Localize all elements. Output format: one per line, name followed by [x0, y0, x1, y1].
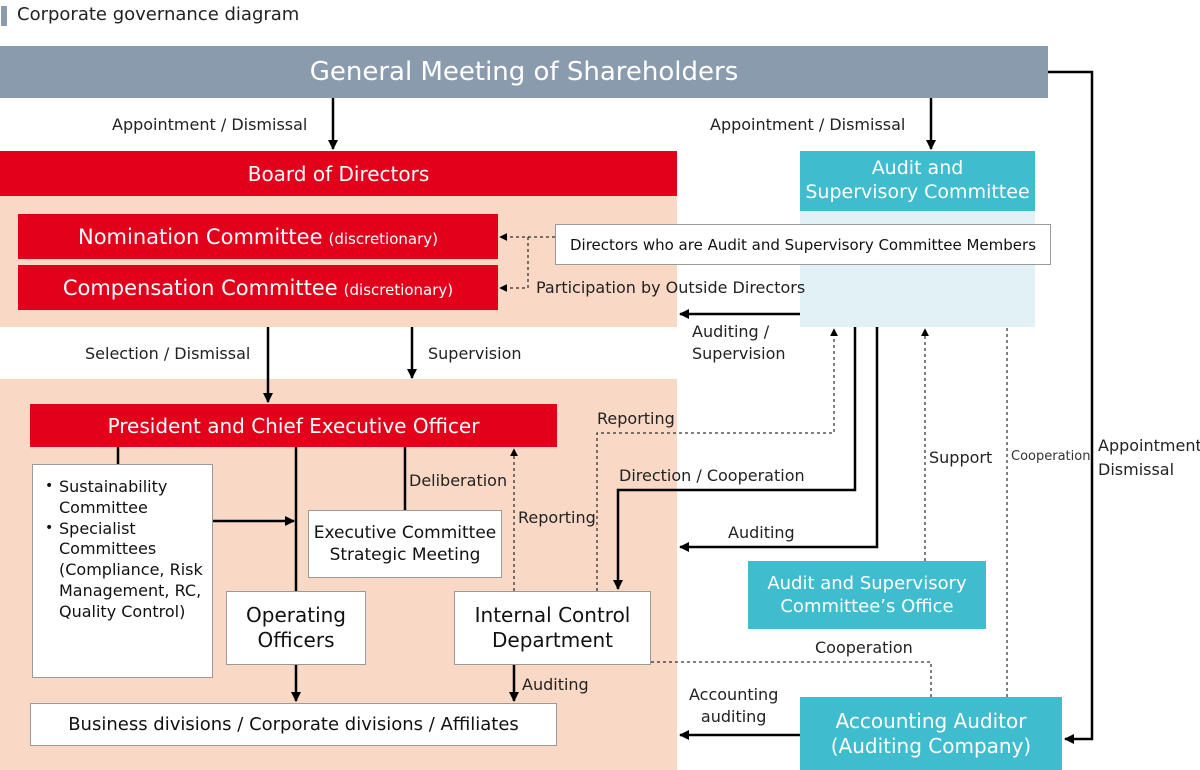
operating-officers-box: Operating Officers [226, 591, 366, 665]
executive-committee-line-2: Strategic Meeting [329, 545, 481, 565]
dashed-directors-to-compensation [499, 237, 529, 292]
executive-committee-line-1: Executive Committee [313, 522, 497, 543]
label-accounting-auditing-line-2: auditing [700, 706, 767, 726]
operating-officers-line-2: Officers [257, 628, 335, 652]
title-marker [1, 6, 7, 26]
label-auditing-bottom: Auditing [522, 675, 589, 694]
label-support: Support [929, 448, 993, 467]
label-auditing-supervision: Auditing / Supervision [692, 321, 786, 364]
label-appointment-mid: Appointment / Dismissal [710, 115, 906, 134]
label-direction: Direction / Cooperation [619, 466, 805, 485]
compensation-committee-box: Compensation Committee (discretionary) [18, 265, 498, 310]
internal-control-box: Internal Control Department [454, 591, 651, 665]
arrow-audit-direction-to-internal [613, 327, 857, 590]
audit-committee-line-1: Audit and [871, 157, 964, 180]
label-reporting-top: Reporting [597, 409, 675, 428]
audit-supervisory-committee-box: Audit and Supervisory Committee [800, 151, 1035, 211]
board-of-directors-box: Board of Directors [0, 151, 677, 196]
internal-control-line-1: Internal Control [474, 603, 631, 627]
executive-committee-box: Executive Committee Strategic Meeting [308, 510, 502, 578]
committees-list-item: Specialist Committees (Compliance, Risk … [43, 519, 204, 623]
label-cooperation-small: Cooperation [1011, 449, 1091, 464]
label-appointment-right-line-2: Dismissal [1098, 460, 1175, 479]
label-deliberation: Deliberation [409, 471, 508, 490]
accounting-auditor-line-2: (Auditing Company) [830, 733, 1032, 758]
operating-officers-line-1: Operating [246, 603, 346, 627]
internal-control-line-2: Department [491, 628, 614, 652]
label-auditing-supervision-line-2: Supervision [692, 343, 786, 363]
business-divisions-label: Business divisions / Corporate divisions… [68, 714, 519, 735]
arrow-audit-to-executive-region [679, 327, 879, 552]
accounting-auditor-line-1: Accounting Auditor [835, 708, 1027, 733]
label-auditing-supervision-line-1: Auditing / [692, 322, 770, 341]
general-meeting-label: General Meeting of Shareholders [309, 57, 739, 87]
president-ceo-label: President and Chief Executive Officer [107, 413, 480, 438]
nomination-committee-box: Nomination Committee (discretionary) [18, 214, 498, 259]
label-auditing-mid: Auditing [728, 523, 795, 542]
nomination-committee-note: (discretionary) [328, 229, 439, 248]
label-cooperation: Cooperation [815, 638, 913, 657]
board-of-directors-label: Board of Directors [247, 161, 430, 186]
dashed-internal-reporting-to-audit [596, 328, 838, 591]
label-appointment-left: Appointment / Dismissal [112, 115, 308, 134]
committees-list-box: Sustainability Committee Specialist Comm… [32, 464, 213, 678]
label-selection: Selection / Dismissal [85, 344, 251, 363]
audit-office-line-2: Committee’s Office [780, 596, 954, 617]
audit-committee-line-2: Supervisory Committee [805, 181, 1030, 203]
compensation-committee-label: Compensation Committee [62, 275, 338, 300]
label-accounting-auditing-line-1: Accounting [689, 685, 779, 704]
label-appointment-right: Appointment / Dismissal [1098, 434, 1200, 482]
committees-list: Sustainability Committee Specialist Comm… [43, 477, 204, 623]
audit-office-box: Audit and Supervisory Committee’s Office [748, 561, 986, 629]
arrow-gms-to-accounting-auditor [1048, 70, 1094, 744]
accounting-auditor-box: Accounting Auditor (Auditing Company) [800, 697, 1062, 770]
label-accounting-auditing: Accounting auditing [689, 684, 778, 727]
business-divisions-box: Business divisions / Corporate divisions… [30, 703, 557, 746]
audit-office-line-1: Audit and Supervisory [767, 572, 967, 594]
general-meeting-box: General Meeting of Shareholders [0, 46, 1048, 98]
label-reporting-mid: Reporting [518, 508, 596, 527]
directors-audit-members-label: Directors who are Audit and Supervisory … [569, 235, 1037, 254]
label-supervision: Supervision [428, 344, 522, 363]
page-title: Corporate governance diagram [17, 4, 300, 25]
president-ceo-box: President and Chief Executive Officer [30, 404, 557, 447]
committees-list-item: Sustainability Committee [43, 477, 204, 519]
compensation-committee-note: (discretionary) [343, 280, 454, 299]
directors-audit-members-box: Directors who are Audit and Supervisory … [555, 224, 1051, 265]
nomination-committee-label: Nomination Committee [78, 224, 323, 249]
label-appointment-right-line-1: Appointment / [1098, 436, 1200, 455]
label-participation: Participation by Outside Directors [536, 278, 806, 297]
